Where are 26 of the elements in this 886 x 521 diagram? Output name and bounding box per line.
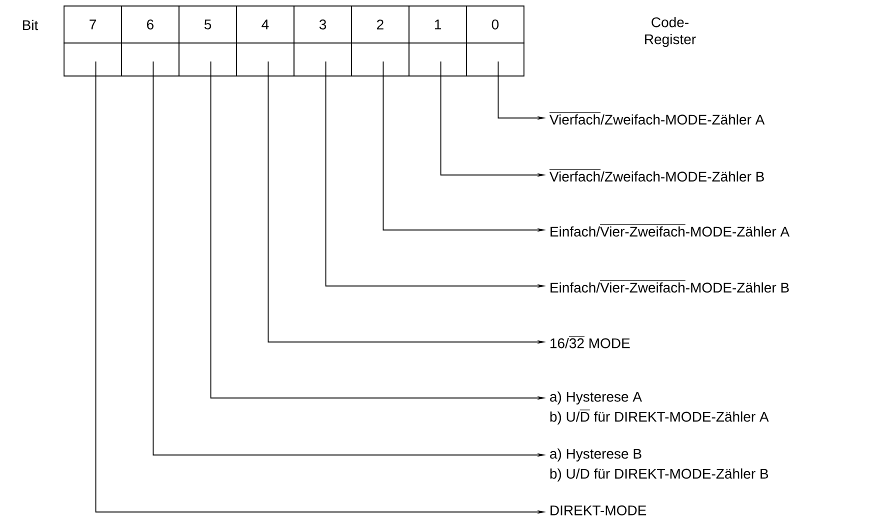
bit-cell: 2	[351, 6, 410, 44]
function-text: $\text{Einfach/}\overline{\text{Vier-Zweifach}}\text{-MODE-Zähler A}$	[550, 224, 790, 237]
register-name: Code-Register	[645, 16, 696, 48]
function-text: DIREKT-MODE	[550, 505, 646, 516]
function-text: a) Hysterese B b) U/D für DIREKT-MODE-Zähler B	[550, 448, 768, 482]
function-text: $\text{Einfach/}\overline{\text{Vier-Zweifach}}\text{-MODE-Zähler B}$	[550, 280, 789, 293]
register-cell	[178, 42, 237, 76]
register-cell	[408, 42, 467, 76]
function-text: a) Hysterese A $\text{b) U/}\overline{\text{D}}\text{ für DIREKT-MODE-Zähler A}$	[550, 391, 769, 424]
bit-cell: 0	[466, 6, 524, 44]
bit-cell: 5	[178, 6, 237, 44]
register-cell	[236, 42, 294, 76]
register-cell	[466, 42, 524, 76]
bit-cell: 4	[236, 6, 294, 44]
bit-cell: 6	[121, 6, 180, 44]
function-text: $\overline{\text{Vierfach}}\text{/Zweifach-MODE-Zähler A}$	[549, 112, 765, 125]
bit-label: Bit	[22, 20, 38, 30]
register-cell	[64, 42, 122, 76]
bit-cell: 7	[64, 6, 122, 44]
function-text: $\overline{\text{Vierfach}}\text{/Zweifach-MODE-Zähler B}$	[549, 169, 764, 182]
register-cell	[121, 42, 180, 76]
register-cell	[294, 42, 352, 76]
function-text: $\text{16/}\overline{\text{32}}\text{ MODE}$	[550, 336, 630, 348]
register-cell	[351, 42, 410, 76]
bit-cell: 3	[294, 6, 352, 44]
bit-cell: 1	[408, 6, 467, 44]
